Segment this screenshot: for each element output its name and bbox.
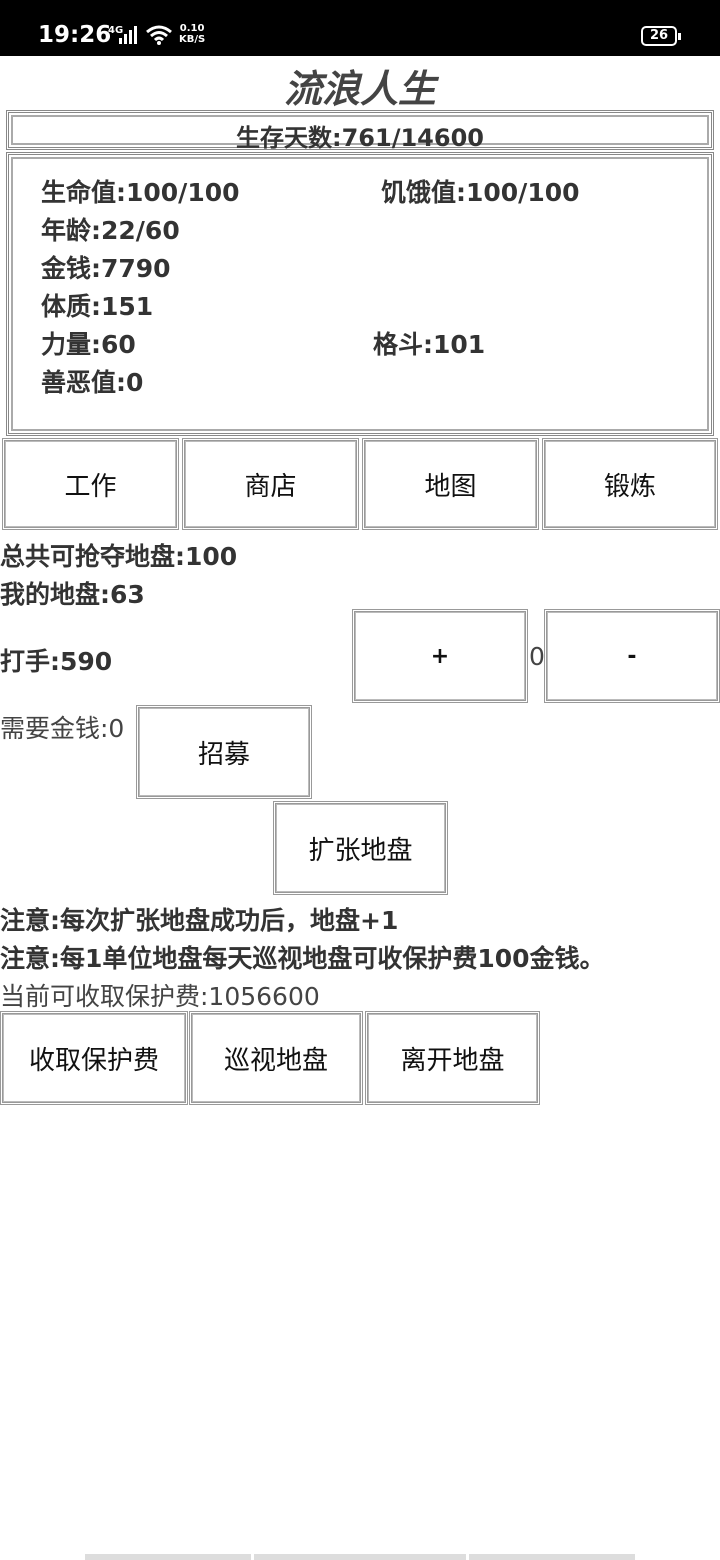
stats-panel: 生命值:100/100 饥饿值:100/100 年龄:22/60 金钱:7790… [6, 152, 714, 436]
stat-health: 生命值:100/100 [41, 178, 240, 207]
note-expand: 注意:每次扩张地盘成功后，地盘+1 [0, 906, 399, 935]
expand-territory-button[interactable]: 扩张地盘 [273, 801, 448, 895]
survival-days-panel: 生存天数:761/14600 [6, 110, 714, 152]
collect-fee-button[interactable]: 收取保护费 [0, 1011, 188, 1105]
stat-hunger: 饥饿值:100/100 [381, 178, 580, 207]
network-speed: 0.10 KB/S [179, 23, 205, 45]
leave-territory-button[interactable]: 离开地盘 [365, 1011, 540, 1105]
increase-button[interactable]: + [352, 609, 528, 703]
work-button[interactable]: 工作 [2, 438, 179, 530]
patrol-territory-button[interactable]: 巡视地盘 [189, 1011, 363, 1105]
required-money: 需要金钱:0 [0, 714, 125, 743]
gesture-bar-left [85, 1554, 251, 1560]
territory-mine: 我的地盘:63 [0, 580, 145, 609]
train-button[interactable]: 锻炼 [542, 438, 718, 530]
stat-age: 年龄:22/60 [41, 216, 180, 245]
map-button[interactable]: 地图 [362, 438, 539, 530]
stat-strength: 力量:60 [41, 330, 136, 359]
survival-days: 生存天数:761/14600 [236, 124, 484, 152]
app-title: 流浪人生 [283, 67, 436, 111]
recruit-quantity: 0 [529, 642, 545, 671]
stat-morality: 善恶值:0 [41, 368, 144, 397]
wifi-icon [146, 25, 172, 45]
note-protection-fee: 注意:每1单位地盘每天巡视地盘可收保护费100金钱。 [0, 944, 605, 973]
speed-value: 0.10 [179, 23, 205, 34]
thug-count: 打手:590 [0, 647, 113, 676]
network-type: 4G [108, 25, 124, 36]
territory-total: 总共可抢夺地盘:100 [0, 542, 238, 571]
status-bar: 19:26 4G 0.10 KB/S 26 [0, 0, 720, 56]
gesture-bar-right [469, 1554, 635, 1560]
speed-unit: KB/S [179, 34, 206, 45]
gesture-bar-center [254, 1554, 466, 1560]
signal-icon [119, 26, 137, 44]
clock: 19:26 [38, 22, 112, 48]
current-fee: 当前可收取保护费:1056600 [0, 982, 320, 1011]
decrease-button[interactable]: - [544, 609, 720, 703]
battery-icon: 26 [641, 26, 681, 46]
stat-money: 金钱:7790 [41, 254, 171, 283]
recruit-button[interactable]: 招募 [136, 705, 312, 799]
shop-button[interactable]: 商店 [182, 438, 359, 530]
stat-physique: 体质:151 [41, 292, 154, 321]
stat-combat: 格斗:101 [373, 330, 486, 359]
